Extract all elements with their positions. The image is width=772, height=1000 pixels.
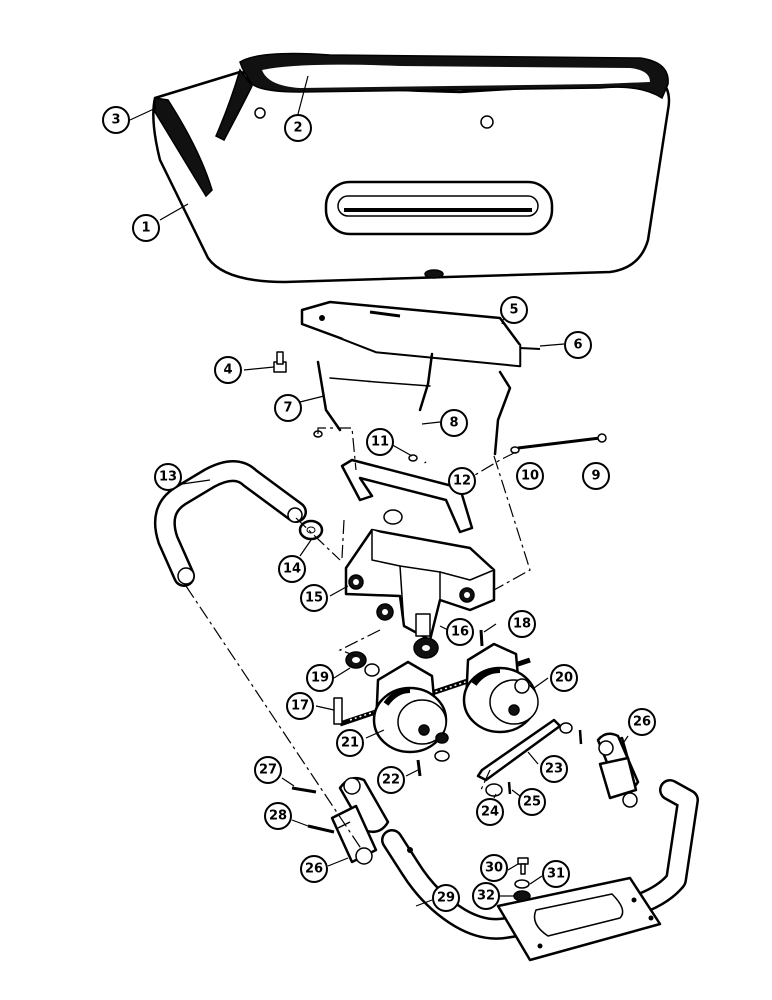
svg-text:5: 5 (509, 303, 518, 318)
svg-text:32: 32 (477, 889, 495, 904)
washer-22 (434, 750, 450, 762)
callout-5: 5 (500, 296, 528, 324)
svg-text:27: 27 (259, 763, 277, 778)
pin-6 (519, 347, 541, 350)
svg-text:30: 30 (485, 861, 503, 876)
callout-30: 30 (480, 854, 508, 882)
link-12 (340, 458, 474, 534)
callout-21: 21 (336, 729, 364, 757)
leader-lines (129, 75, 629, 907)
svg-text:15: 15 (305, 591, 323, 606)
svg-text:25: 25 (523, 795, 541, 810)
pin-18 (479, 629, 484, 647)
adjuster-assembly (333, 642, 539, 754)
callout-25: 25 (518, 788, 546, 816)
svg-text:13: 13 (159, 470, 177, 485)
washer-11 (408, 454, 418, 462)
svg-text:17: 17 (291, 699, 309, 714)
callout-22: 22 (377, 766, 405, 794)
callout-18: 18 (508, 610, 536, 638)
svg-text:31: 31 (547, 867, 565, 882)
seat-assembly (152, 52, 671, 284)
callout-7: 7 (274, 394, 302, 422)
svg-text:20: 20 (555, 671, 573, 686)
callout-4: 4 (214, 356, 242, 384)
callout-12: 12 (448, 467, 476, 495)
callout-26-right: 26 (628, 708, 656, 736)
callout-9: 9 (582, 462, 610, 490)
bracket-15 (344, 528, 496, 642)
frame-29 (381, 779, 699, 962)
washer-24 (485, 783, 503, 797)
svg-text:21: 21 (341, 736, 359, 751)
link-23 (476, 718, 583, 782)
callout-6: 6 (564, 331, 592, 359)
svg-text:26: 26 (305, 862, 323, 877)
callout-31: 31 (542, 860, 570, 888)
washer-31 (514, 879, 530, 889)
hinge-26-right (596, 732, 640, 808)
mount-plate (300, 300, 522, 368)
svg-text:26: 26 (633, 715, 651, 730)
callout-14: 14 (278, 555, 306, 583)
svg-text:22: 22 (382, 773, 400, 788)
svg-text:3: 3 (111, 113, 120, 128)
svg-text:6: 6 (573, 338, 582, 353)
washer-32 (513, 890, 531, 902)
svg-text:8: 8 (449, 416, 458, 431)
svg-text:24: 24 (481, 805, 499, 820)
callout-24: 24 (476, 798, 504, 826)
svg-text:1: 1 (141, 221, 150, 236)
svg-text:4: 4 (223, 363, 232, 378)
callout-32: 32 (472, 882, 500, 910)
pin-27 (291, 786, 317, 794)
callout-27: 27 (254, 756, 282, 784)
callout-19: 19 (306, 664, 334, 692)
pin-28 (307, 824, 335, 834)
callout-17: 17 (286, 692, 314, 720)
link-arms (316, 352, 512, 464)
callout-8: 8 (440, 409, 468, 437)
svg-text:16: 16 (451, 625, 469, 640)
handle-13 (154, 460, 307, 587)
svg-text:7: 7 (283, 401, 292, 416)
bolt-4 (273, 351, 287, 373)
callout-29: 29 (432, 884, 460, 912)
pin-25 (507, 781, 512, 795)
svg-text:10: 10 (521, 469, 539, 484)
callout-23: 23 (540, 755, 568, 783)
callout-11: 11 (366, 428, 394, 456)
callout-15: 15 (300, 584, 328, 612)
callout-20: 20 (550, 664, 578, 692)
callout-2: 2 (284, 114, 312, 142)
svg-text:9: 9 (591, 469, 600, 484)
callout-3: 3 (102, 106, 130, 134)
callout-28: 28 (264, 802, 292, 830)
callout-26-left: 26 (300, 855, 328, 883)
hinge-26-left (330, 777, 390, 865)
assembly-centerlines (185, 427, 531, 851)
pin-22 (416, 759, 422, 777)
rod-9 (517, 433, 607, 450)
nut-16 (413, 637, 439, 659)
callout-10: 10 (516, 462, 544, 490)
washer-19 (345, 651, 380, 677)
svg-text:14: 14 (283, 562, 301, 577)
svg-text:2: 2 (293, 121, 302, 136)
svg-text:23: 23 (545, 762, 563, 777)
svg-text:12: 12 (453, 474, 471, 489)
callout-1: 1 (132, 214, 160, 242)
callout-13: 13 (154, 463, 182, 491)
svg-text:19: 19 (311, 671, 329, 686)
svg-text:29: 29 (437, 891, 455, 906)
svg-text:11: 11 (371, 435, 389, 450)
callout-16: 16 (446, 618, 474, 646)
bolt-30 (517, 857, 529, 875)
svg-text:28: 28 (269, 809, 287, 824)
washer-14 (298, 519, 324, 541)
svg-text:18: 18 (513, 617, 531, 632)
